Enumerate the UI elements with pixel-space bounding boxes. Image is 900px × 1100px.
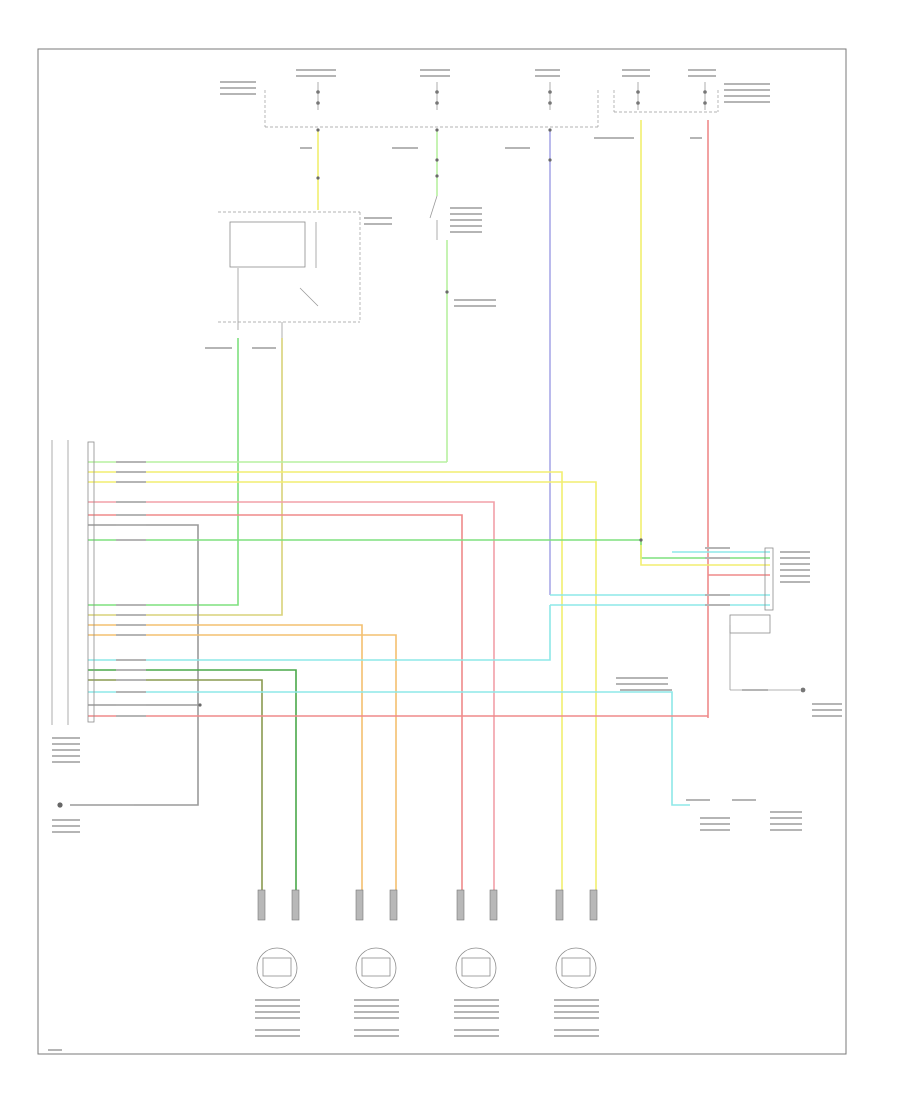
ground-icon: [57, 802, 63, 808]
relay-box: [218, 211, 361, 338]
sensor-right-front: [455, 889, 498, 989]
wire: [88, 481, 597, 915]
wire: [88, 514, 463, 915]
wire: [88, 471, 563, 915]
fuse-icon: [316, 82, 707, 110]
illegible-labels: [48, 69, 842, 1051]
wire: [88, 338, 283, 616]
wire: [88, 539, 770, 559]
wheel-speed-sensors: [256, 889, 598, 989]
wire: [88, 634, 397, 915]
brake-switch-icon: [429, 195, 438, 240]
splice-dots: [198, 128, 643, 707]
wire: [640, 545, 770, 566]
wire: [88, 669, 297, 915]
wire: [88, 691, 690, 806]
wire: [70, 524, 199, 806]
diagram-frame: [37, 48, 847, 1055]
wire: [88, 624, 363, 915]
fuse-panel: [264, 82, 719, 128]
abs-module: [51, 440, 95, 808]
sensor-right-rear: [555, 889, 598, 989]
sensor-left-front: [256, 889, 300, 989]
wire: [88, 605, 551, 661]
wire: [88, 501, 495, 915]
sensor-left-rear: [355, 889, 398, 989]
